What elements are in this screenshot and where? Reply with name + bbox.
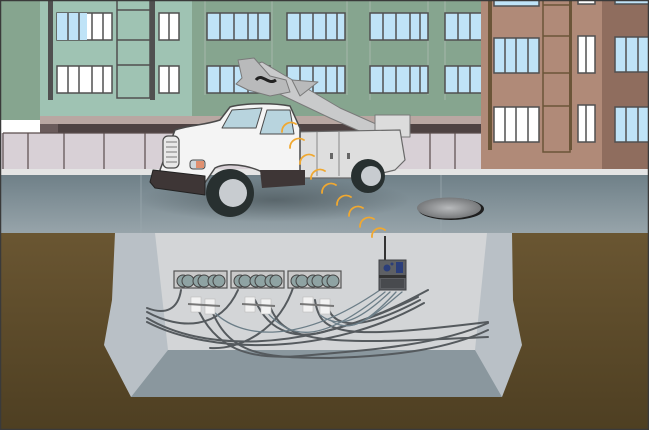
terminal-block — [230, 270, 285, 289]
truck-bumper — [149, 169, 206, 196]
truck-boom — [235, 57, 411, 141]
cables — [146, 284, 489, 360]
manhole-cover — [417, 197, 484, 220]
truck-front-wheel — [206, 169, 254, 217]
brown-building-windows — [493, 0, 649, 143]
windows-row-upper — [206, 12, 484, 41]
underground-vault — [104, 233, 522, 397]
windows-row-lower — [206, 65, 484, 94]
wireless-signal-arcs — [281, 121, 386, 238]
window — [56, 65, 113, 94]
terminal-blocks — [173, 270, 342, 289]
terminal-block — [287, 270, 342, 289]
truck-side-window — [259, 109, 295, 135]
monitoring-device — [378, 236, 407, 291]
terminal-block — [173, 270, 228, 289]
window — [158, 12, 180, 41]
truck-rear-wheel — [351, 159, 385, 193]
cable-splices — [187, 296, 335, 315]
truck-windshield — [221, 107, 263, 129]
window — [158, 65, 180, 94]
bucket-truck — [149, 57, 411, 217]
window — [56, 12, 113, 41]
